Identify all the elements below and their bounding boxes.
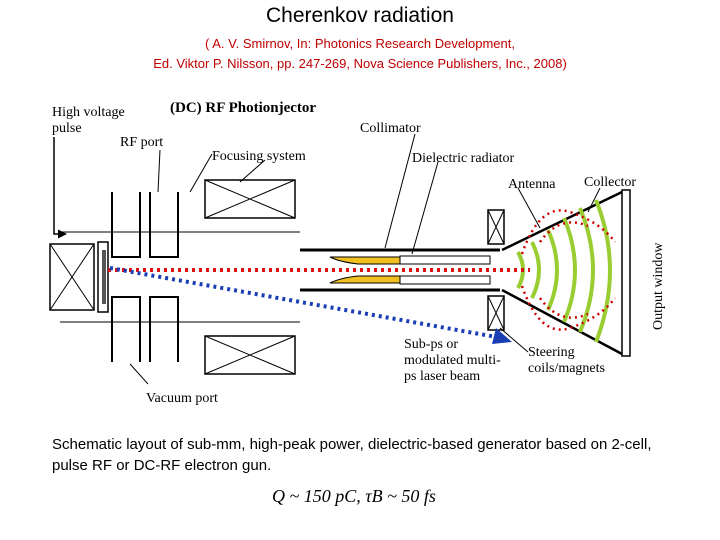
radiation-wavefronts [516, 199, 612, 343]
citation: ( A. V. Smirnov, In: Photonics Research … [0, 34, 720, 74]
label-rf-port: RF port [120, 135, 163, 150]
label-antenna: Antenna [508, 177, 556, 192]
focusing-solenoid-top [204, 179, 296, 219]
steering-coil-top [487, 209, 505, 245]
slide-title: Cherenkov radiation [266, 4, 454, 27]
leader-lines [129, 133, 601, 385]
citation-line-2: Ed. Viktor P. Nilsson, pp. 247-269, Nova… [153, 56, 567, 71]
output-window [621, 189, 631, 357]
high-voltage-wire [53, 137, 67, 239]
label-laser-1: Sub-ps or [404, 337, 458, 352]
steering-coil-bottom [487, 295, 505, 331]
citation-line-1: ( A. V. Smirnov, In: Photonics Research … [205, 36, 515, 51]
label-output-window: Output window [651, 242, 666, 330]
label-vacuum-port: Vacuum port [146, 391, 218, 406]
label-focusing: Focusing system [212, 149, 306, 164]
horn-antenna [501, 190, 623, 356]
label-high-voltage: High voltage [52, 105, 125, 120]
label-coils: coils/magnets [528, 361, 605, 376]
focusing-solenoid-bottom [204, 335, 296, 375]
label-laser-3: ps laser beam [404, 369, 480, 384]
gun-cavities [60, 192, 300, 362]
labels: High voltage pulse (DC) RF Photionjector… [52, 100, 666, 406]
label-steering: Steering [528, 345, 575, 360]
figure-caption: Schematic layout of sub-mm, high-peak po… [52, 436, 652, 474]
label-collimator: Collimator [360, 121, 421, 136]
label-photoinjector: (DC) RF Photionjector [170, 100, 316, 116]
label-dielectric: Dielectric radiator [412, 151, 515, 166]
laser-beam [109, 266, 512, 344]
drift-tube [300, 248, 500, 292]
beam-parameters-formula: Q ~ 150 pC, τB ~ 50 fs [272, 486, 436, 506]
label-laser-2: modulated multi- [404, 353, 501, 368]
label-pulse: pulse [52, 121, 82, 136]
dielectric-radiator [329, 255, 491, 285]
generator-schematic: High voltage pulse (DC) RF Photionjector… [49, 100, 666, 406]
label-collector: Collector [584, 175, 636, 190]
cathode-block [49, 241, 109, 313]
